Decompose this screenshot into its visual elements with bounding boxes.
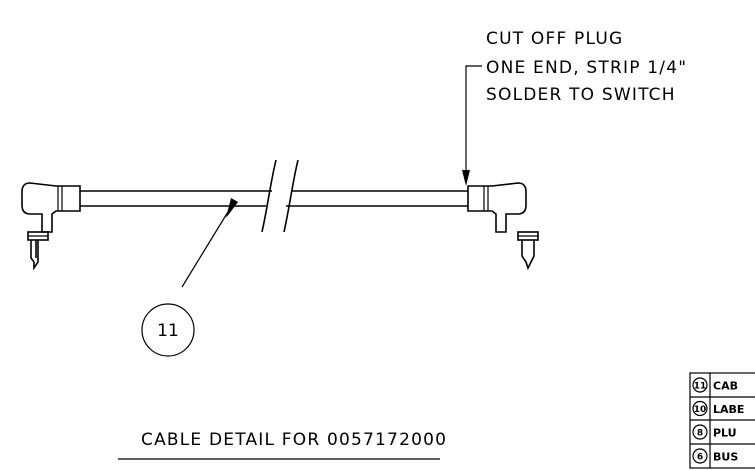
note-leader [462, 65, 482, 186]
note-line-3: SOLDER TO SWITCH [486, 85, 676, 105]
item-balloon-11: 11 [141, 303, 195, 357]
parts-row-1-number: 11 [694, 382, 707, 392]
parts-row-4-number: 6 [697, 453, 703, 463]
parts-list-table: 11 CAB 10 LABE 8 PLU 6 BUS [689, 372, 755, 469]
parts-row-3: 8 PLU [692, 424, 737, 440]
balloon-leader [181, 198, 238, 288]
balloon-number: 11 [157, 321, 179, 341]
parts-row-3-number: 8 [697, 429, 703, 439]
parts-row-4-text: BUS [713, 451, 738, 464]
parts-row-2-text: LABE [713, 403, 744, 416]
parts-row-1-text: CAB [713, 380, 738, 393]
parts-row-4: 6 BUS [692, 448, 738, 464]
cable-body [80, 190, 468, 207]
right-plug [467, 182, 539, 271]
detail-caption: CABLE DETAIL FOR 0057172000 [118, 430, 447, 460]
note-line-2: ONE END, STRIP 1/4" [486, 58, 687, 78]
left-plug [21, 182, 81, 271]
parts-row-2-number: 10 [694, 405, 707, 415]
note-line-1: CUT OFF PLUG [486, 29, 623, 49]
cable-break-symbol [261, 159, 299, 233]
parts-row-3-text: PLU [713, 427, 737, 440]
parts-row-2: 10 LABE [692, 400, 744, 417]
caption-text: CABLE DETAIL FOR 0057172000 [141, 430, 447, 450]
parts-row-1: 11 CAB [692, 377, 738, 393]
